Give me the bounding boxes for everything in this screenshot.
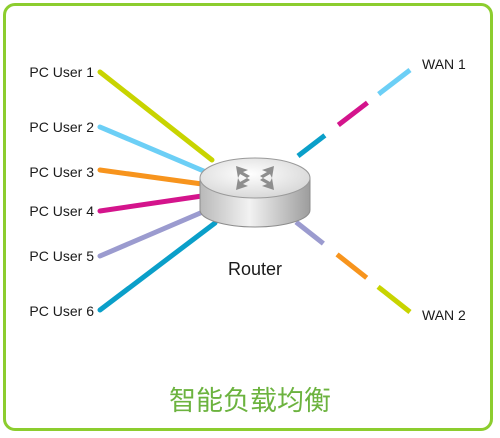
wan-1-link-segment <box>296 133 327 158</box>
pc-user-5-label: PC User 5 <box>29 248 94 264</box>
wan-2-label: WAN 2 <box>422 307 466 323</box>
pc-user-3-label: PC User 3 <box>29 164 94 180</box>
router-arrows-icon <box>236 166 274 190</box>
wan-connection-lines <box>294 68 412 314</box>
pc-user-1-label: PC User 1 <box>29 64 94 80</box>
pc-user-labels: PC User 1 PC User 2 PC User 3 PC User 4 PC U… <box>29 64 94 319</box>
wan-2-link-segment <box>376 284 412 314</box>
wan-1-link-segment <box>377 68 412 97</box>
pc-user-4-label: PC User 4 <box>29 203 94 219</box>
wan-2-link-segment <box>335 252 369 280</box>
wan-labels: WAN 1 WAN 2 <box>422 56 466 323</box>
pc-connection-lines <box>97 69 218 313</box>
pc-user-2-label: PC User 2 <box>29 119 94 135</box>
pc-user-3-link <box>97 167 205 187</box>
wan-1-link-segment <box>336 100 369 128</box>
router-label: Router <box>228 259 282 279</box>
pc-user-6-link <box>97 220 218 313</box>
pc-user-6-label: PC User 6 <box>29 303 94 319</box>
router: Router <box>199 157 311 279</box>
pc-user-5-link <box>97 208 208 259</box>
pc-user-1-link <box>97 69 215 163</box>
wan-1-label: WAN 1 <box>422 56 466 72</box>
diagram-frame <box>3 3 493 431</box>
pc-user-4-link <box>97 193 205 214</box>
pc-user-2-link <box>97 124 209 175</box>
wan-2-link-segment <box>294 220 325 246</box>
diagram-title: 智能负载均衡 <box>169 386 331 417</box>
